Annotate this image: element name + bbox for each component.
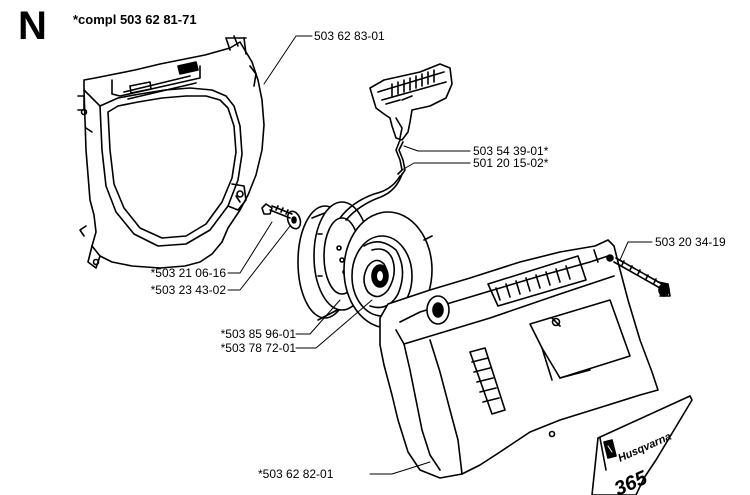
part-label-flywheel-shroud: 503 62 83-01 — [314, 29, 385, 43]
cover-screw — [613, 257, 671, 297]
husqvarna-decal — [591, 395, 693, 495]
pulley-screw-and-washer — [261, 203, 302, 230]
assembly-part-number: *compl 503 62 81-71 — [73, 12, 197, 27]
section-letter: N — [18, 4, 47, 48]
part-label-starter-cord: 501 20 15-02* — [473, 156, 549, 170]
part-label-starter-handle: 503 54 39-01* — [473, 144, 549, 158]
starter-cover — [379, 239, 659, 479]
starter-handle — [339, 63, 453, 221]
part-label-rope-pulley: *503 78 72-01 — [220, 341, 296, 355]
part-label-cover-screw: 503 20 34-19 — [655, 235, 726, 249]
leader-lines — [227, 35, 653, 475]
part-label-pulley-washer: *503 23 43-02 — [150, 283, 226, 297]
part-label-starter-cover: *503 62 82-01 — [258, 467, 334, 481]
part-label-pulley-screw: *503 21 06-16 — [150, 266, 226, 280]
part-label-rewind-spring: *503 85 96-01 — [220, 327, 296, 341]
flywheel-shroud — [77, 35, 265, 269]
